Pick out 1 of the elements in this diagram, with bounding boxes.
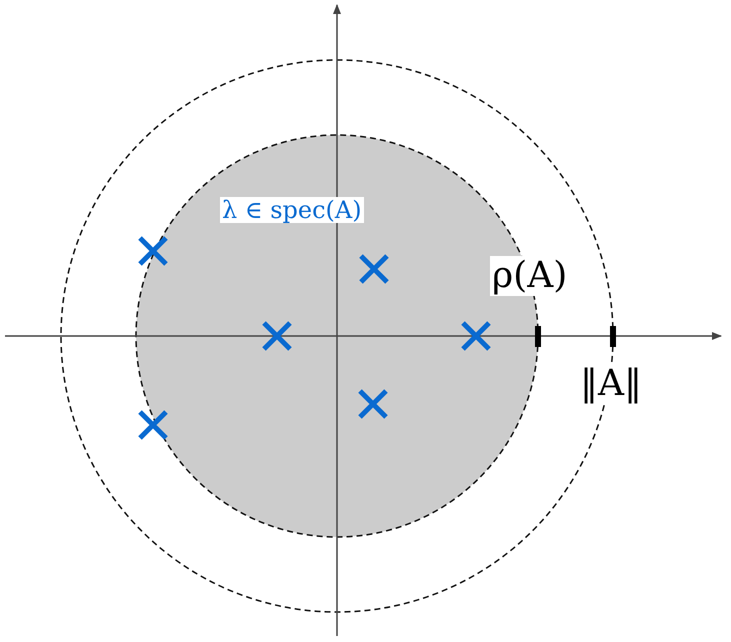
math-label: λ ∈ spec(A) [220,197,364,224]
